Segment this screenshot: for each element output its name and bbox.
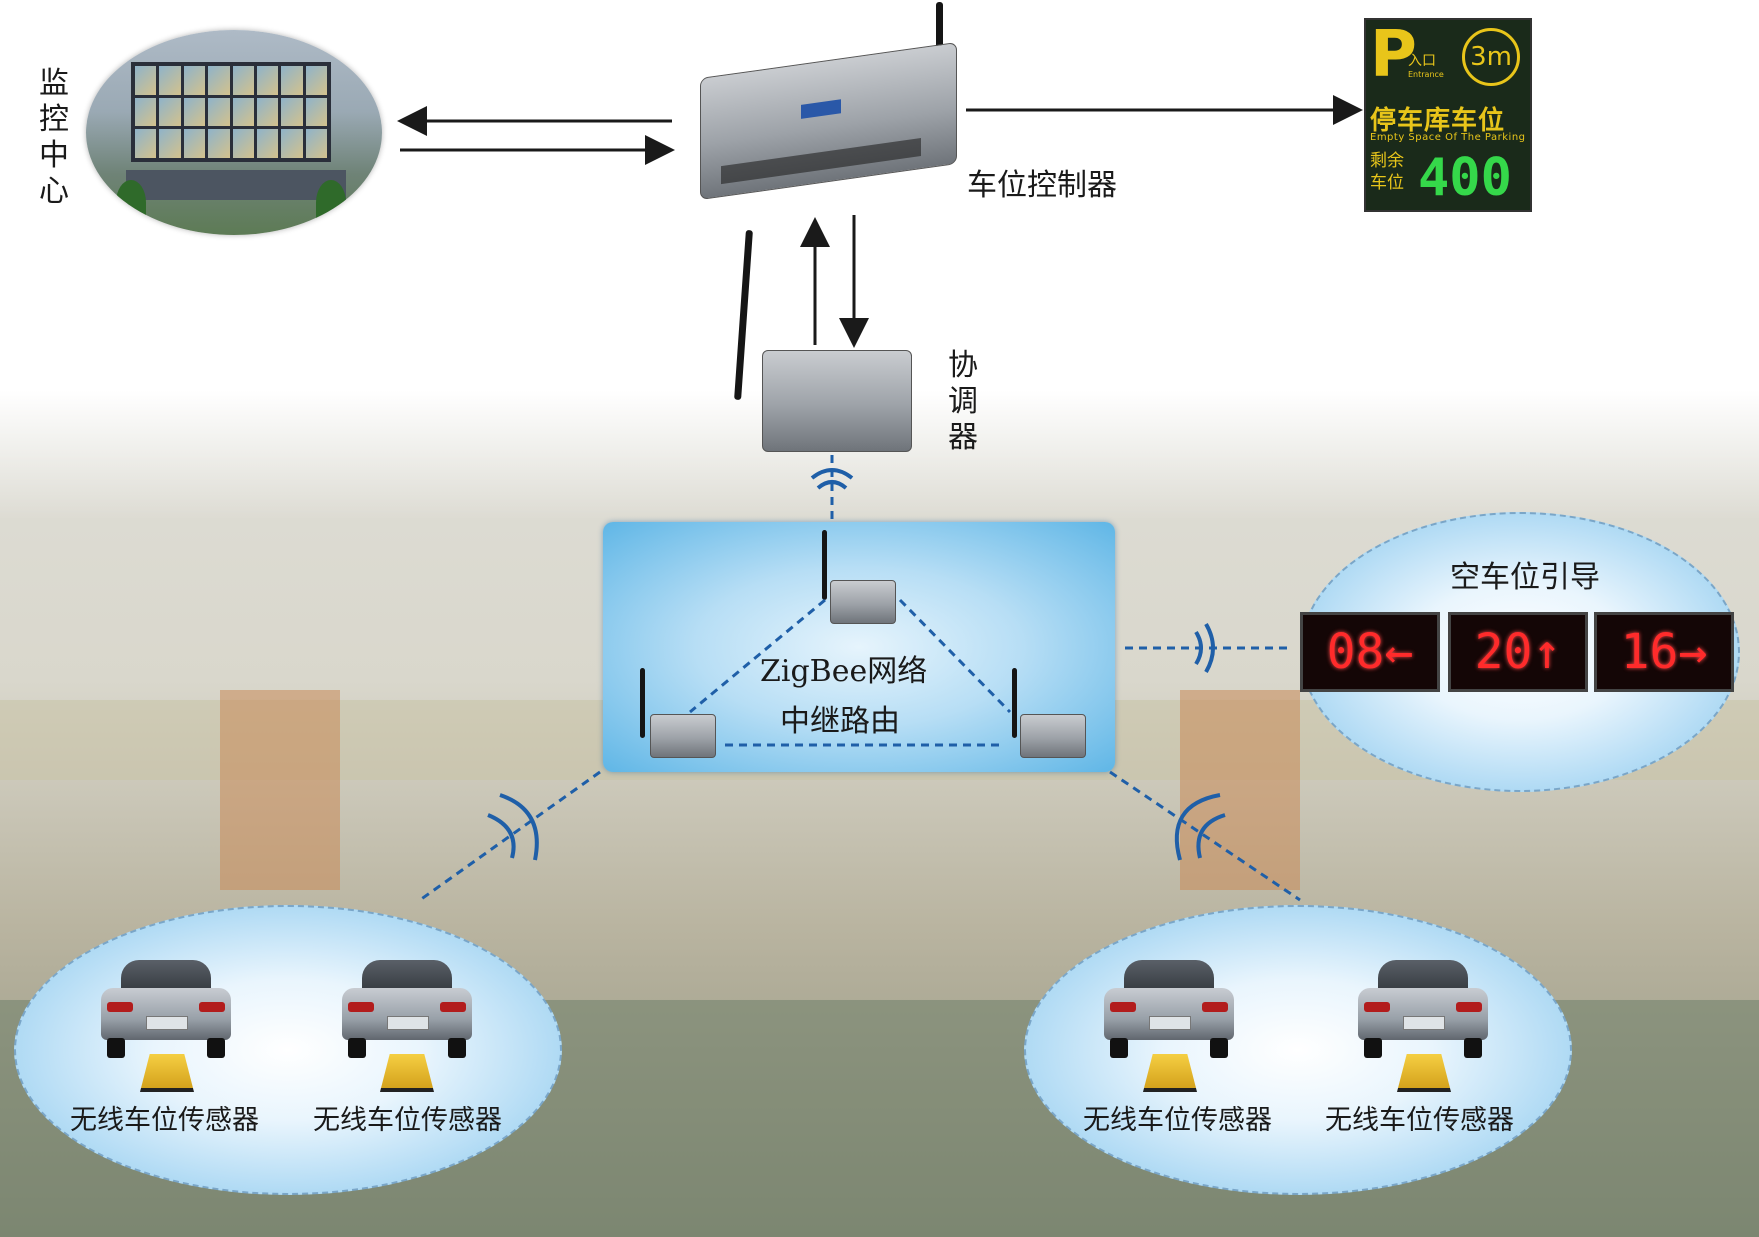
sign-remaining-label: 剩余车位 [1370,151,1404,193]
wireless-signal-icon [487,468,1226,861]
parking-availability-sign: P 入口 Entrance 3m 停车库车位 Empty Space Of Th… [1364,18,1532,212]
sign-subtitle: Empty Space Of The Parking [1370,132,1526,143]
link-router-top-right [898,598,1012,714]
link-zigbee-right-sensors [1109,770,1301,902]
router-antenna [640,668,645,738]
sensor-label: 无线车位传感器 [70,1105,259,1136]
sign-remaining-count: 400 [1418,148,1512,208]
sensor-icon [1143,1054,1197,1092]
car-icon [101,958,231,1058]
guidance-display-right: 16→ [1594,612,1734,692]
link-zigbee-left-sensors [419,770,601,902]
sign-entrance: 入口 [1408,53,1436,69]
router-left [650,714,716,758]
sensor-group-left [14,905,562,1195]
sensor-label: 无线车位传感器 [1325,1105,1514,1136]
sensor-label: 无线车位传感器 [313,1105,502,1136]
car-icon [1104,958,1234,1058]
sensor-icon [1397,1054,1451,1092]
guidance-title: 空车位引导 [1450,560,1600,595]
height-limit-badge: 3m [1462,28,1520,86]
car-icon [1358,958,1488,1058]
guidance-display-left: 08← [1300,612,1440,692]
video-wall [131,62,331,162]
router-antenna [1012,668,1017,738]
router-right [1020,714,1086,758]
coordinator-device [762,350,912,452]
sign-entrance-en: Entrance [1408,70,1444,79]
link-router-top-left [689,598,826,714]
sensor-icon [380,1054,434,1092]
desk [126,170,346,200]
monitoring-center-label: 监控中心 [39,66,69,209]
sign-letter: P [1370,18,1417,92]
car-icon [342,958,472,1058]
router-top [830,580,896,624]
zigbee-network-label: ZigBee网络 [760,654,928,689]
guidance-display-center: 20↑ [1448,612,1588,692]
plant-icon [116,180,146,225]
controller-label: 车位控制器 [967,168,1117,203]
sensor-icon [140,1054,194,1092]
relay-routing-label: 中继路由 [780,704,900,739]
sensor-label: 无线车位传感器 [1083,1105,1272,1136]
sign-title: 停车库车位 [1370,106,1506,136]
coordinator-label: 协调器 [948,348,978,455]
monitoring-center-photo [86,30,382,235]
plant-icon [316,180,346,225]
router-antenna [822,530,827,600]
